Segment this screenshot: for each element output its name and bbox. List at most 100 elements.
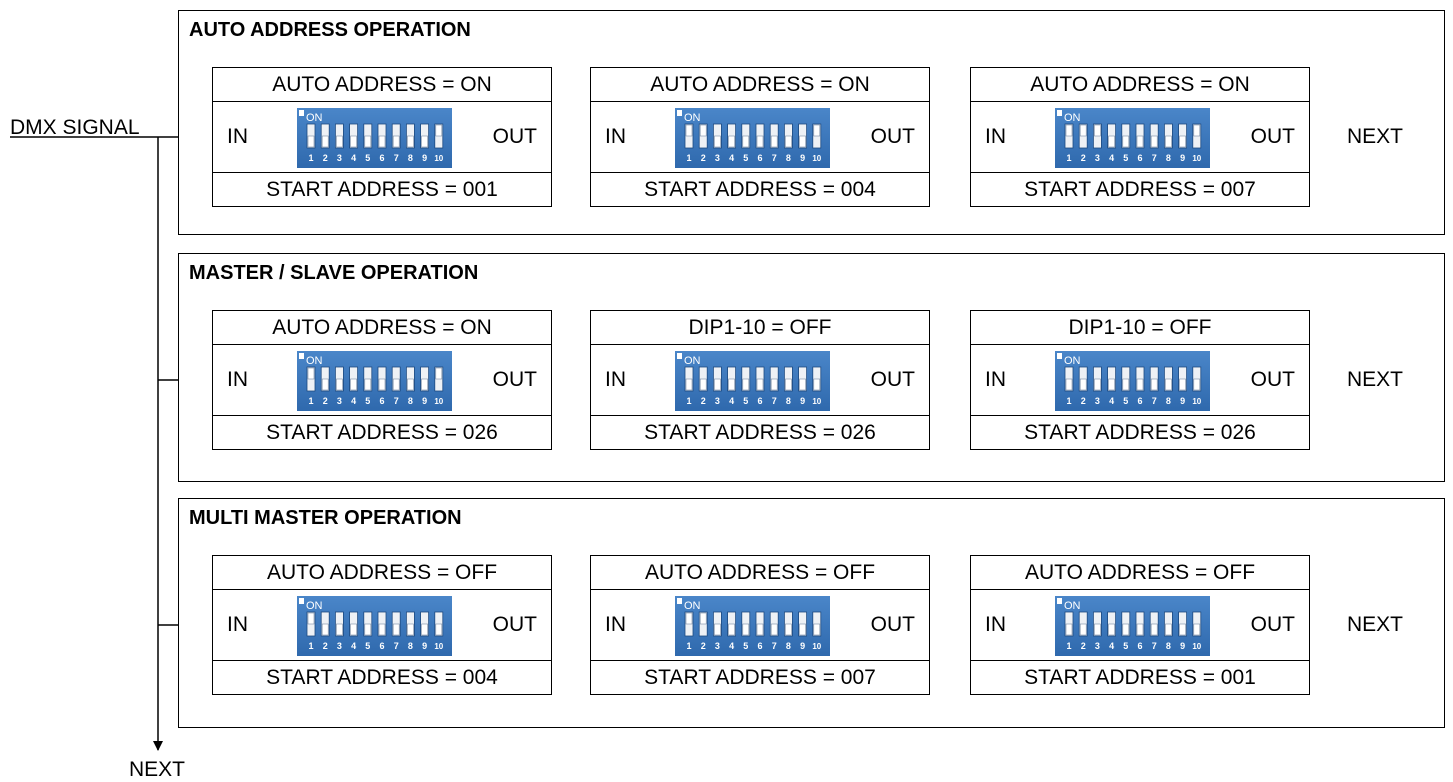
dip-switch-lever-off	[307, 135, 315, 148]
dip-switch-number: 1	[308, 153, 313, 163]
dip-switch-number: 1	[686, 153, 691, 163]
dip-switch-lever-off	[392, 135, 400, 148]
dip-switch-number: 6	[1137, 153, 1142, 163]
dip-on-label: ON	[306, 112, 323, 124]
dip-switch-lever-off	[407, 623, 414, 636]
dip-switch-lever-off	[756, 135, 764, 148]
dip-switch-lever-off	[1193, 378, 1201, 391]
dip-switch-lever-off	[785, 378, 792, 391]
dip-switch-lever-off	[799, 378, 806, 391]
dip-switch-number: 9	[1180, 396, 1185, 406]
dip-switch-number: 5	[743, 396, 748, 406]
start-address-label: START ADDRESS = 026	[591, 415, 929, 449]
dip-switch-number: 4	[1109, 641, 1114, 651]
dip-switch-number: 3	[337, 641, 342, 651]
dip-switch-lever-off	[321, 623, 329, 636]
dip-switch-lever-off	[728, 378, 735, 391]
dip-switch-lever-off	[1065, 378, 1073, 391]
dip-switch-lever-off	[770, 623, 778, 636]
dip-switch-number: 9	[800, 641, 805, 651]
dip-switch-number: 1	[308, 396, 313, 406]
dip-switch-lever-off	[742, 135, 750, 148]
dip-switch-lever-off	[714, 623, 721, 636]
dip-switch-lever-off	[1122, 623, 1130, 636]
dip-switch-lever-off	[1165, 623, 1172, 636]
dip-switch-lever-off	[421, 623, 428, 636]
dip-switch-lever-on	[685, 124, 693, 137]
next-label: NEXT	[1347, 368, 1404, 391]
dip-switch-lever-on	[307, 367, 315, 380]
dip-switch-number: 9	[1180, 641, 1185, 651]
input-port-label: IN	[605, 368, 626, 391]
dip-switch-lever-off	[1122, 378, 1130, 391]
dip-switch-number: 2	[701, 153, 706, 163]
start-address-label: START ADDRESS = 001	[971, 660, 1309, 694]
dip-switch-lever-off	[1165, 378, 1172, 391]
dip-switch-lever-off	[364, 623, 372, 636]
dip-switch-number: 8	[1166, 396, 1171, 406]
dip-switch-lever-off	[1108, 378, 1115, 391]
dip-switch-number: 3	[1095, 396, 1100, 406]
dip-switch-number: 10	[1192, 642, 1201, 651]
dip-switch-lever-off	[1179, 135, 1186, 148]
dip-switch-number: 6	[379, 153, 384, 163]
dip-switch-number: 2	[323, 153, 328, 163]
dip-switch-number: 9	[422, 641, 427, 651]
dip-switch-number: 7	[394, 396, 399, 406]
dip-switch-number: 5	[743, 641, 748, 651]
dip-switch-number: 5	[1123, 641, 1128, 651]
start-address-label: START ADDRESS = 026	[213, 415, 551, 449]
dip-on-label: ON	[684, 355, 701, 367]
start-address-label: START ADDRESS = 007	[971, 172, 1309, 206]
dip-switch-number: 1	[1066, 396, 1071, 406]
dip-switch-number: 9	[800, 396, 805, 406]
output-port-label: OUT	[1250, 125, 1295, 148]
dip-switch-number: 8	[1166, 641, 1171, 651]
dip-switch-number: 3	[1095, 153, 1100, 163]
dip-switch-number: 10	[434, 154, 443, 163]
dip-switch-lever-off	[742, 378, 750, 391]
dip-switch-number: 4	[729, 396, 734, 406]
dip-switch-lever-off	[336, 378, 343, 391]
dip-switch-number: 8	[786, 153, 791, 163]
dip-switch-number: 4	[729, 641, 734, 651]
dip-switch-number: 3	[337, 396, 342, 406]
next-label: NEXT	[1347, 125, 1404, 148]
dip-switch-corner-mark	[1057, 110, 1062, 116]
dip-switch-number: 5	[365, 396, 370, 406]
dip-switch-number: 7	[394, 153, 399, 163]
dip-switch-number: 4	[351, 396, 356, 406]
dip-switch-number: 1	[1066, 641, 1071, 651]
dip-switch-lever-off	[699, 378, 707, 391]
dip-switch-lever-off	[1136, 623, 1144, 636]
dip-switch-corner-mark	[1057, 598, 1062, 604]
input-port-label: IN	[227, 368, 248, 391]
dip-switch-number: 8	[786, 641, 791, 651]
dip-switch-number: 4	[1109, 396, 1114, 406]
dip-switch-number: 5	[743, 153, 748, 163]
dip-switch-lever-on	[699, 124, 707, 137]
dip-switch-number: 5	[1123, 396, 1128, 406]
dip-switch-lever-off	[728, 623, 735, 636]
dip-switch-lever-on	[1094, 124, 1101, 137]
dip-switch-number: 2	[1081, 641, 1086, 651]
dip-switch-number: 5	[365, 641, 370, 651]
input-port-label: IN	[985, 613, 1006, 636]
device-mode-label: AUTO ADDRESS = OFF	[213, 556, 551, 590]
device-mode-label: AUTO ADDRESS = OFF	[971, 556, 1309, 590]
output-port-label: OUT	[1250, 368, 1295, 391]
dip-switch-number: 10	[812, 154, 821, 163]
dip-switch-lever-off	[1150, 623, 1158, 636]
dip-switch-corner-mark	[677, 110, 682, 116]
device-mode-label: DIP1-10 = OFF	[971, 311, 1309, 345]
dip-on-label: ON	[1064, 355, 1081, 367]
dip-switch-number: 3	[715, 153, 720, 163]
